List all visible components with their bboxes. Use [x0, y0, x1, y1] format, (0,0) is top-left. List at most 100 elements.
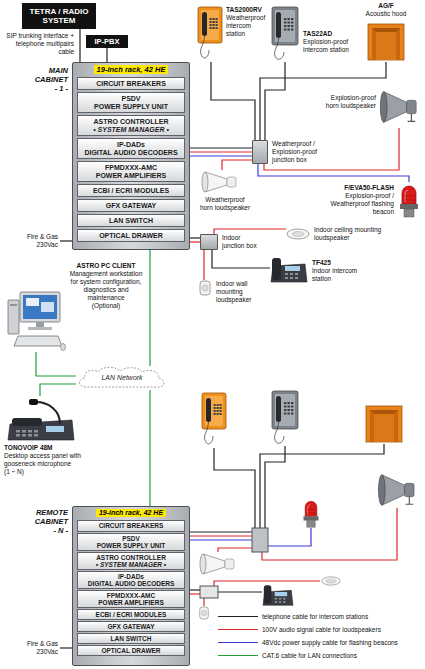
module-text: LAN SWITCH [109, 217, 153, 225]
cable-connector [204, 250, 205, 280]
module-text: POWER SUPPLY UNIT [94, 103, 168, 111]
rack-module: ASTRO CONTROLLER• SYSTEM MANAGER • [77, 552, 185, 570]
field-device: TAS2000RVWeatherproof intercom station [196, 6, 266, 62]
cable-connector [190, 238, 200, 242]
device-icon-shape [8, 399, 74, 440]
cable-line [149, 250, 150, 366]
device-label: TF425Indoor intercom station [312, 259, 366, 283]
module-text: • SYSTEM MANAGER • [93, 126, 169, 134]
cable-line [79, 29, 80, 62]
module-text: OPTICAL DRAWER [99, 232, 163, 240]
remote-telephone-cables [190, 444, 384, 592]
remote-wall-speaker [200, 607, 209, 619]
device-text: Indoor wall mounting loudspeaker [216, 280, 268, 304]
cable-line [40, 384, 76, 396]
cable-connector [40, 384, 76, 396]
annotation-text: MAIN CABINET - 1 - [32, 66, 68, 93]
module-text: PSDV [122, 535, 140, 543]
junction-enclosure [252, 140, 268, 164]
remote-power-cables [190, 528, 311, 546]
rack-module: ECBI / ECRI MODULES [77, 184, 185, 197]
rack-title: 19-inch rack, 42 HE [96, 509, 166, 517]
annotation-text: REMOTE CABINET - N - [32, 508, 68, 535]
rack-cabinet: 19-inch rack, 42 HECIRCUIT BREAKERSPSDVP… [72, 506, 190, 666]
remote-junction-box [252, 528, 268, 552]
device-label: Indoor ceiling mounting loudspeaker [314, 226, 406, 242]
cable-connector [222, 160, 252, 170]
cable-line [190, 241, 200, 242]
cloud-text: LAN Network [101, 374, 142, 382]
cable-connector [190, 148, 252, 156]
box-text: IP-PBX [94, 37, 119, 46]
cloud-shape [79, 367, 163, 387]
module-text: ASTRO CONTROLLER [93, 118, 168, 126]
remote-ceiling-speaker [322, 577, 340, 585]
field-device: TONOVOIP 48MDesktop access panel with go… [4, 396, 96, 480]
device-icon-shape [400, 186, 418, 217]
device-text: Acoustic hood [356, 10, 416, 18]
device-icon [6, 290, 66, 352]
cable-line [190, 155, 252, 156]
cable-line [222, 160, 252, 170]
cable-connector [107, 48, 108, 62]
rack-module: LAN SWITCH [77, 633, 185, 644]
module-text: OPTICAL DRAWER [101, 647, 160, 655]
device-label: Weatherproof / Explosion-proof junction … [272, 140, 336, 164]
network-cloud: LAN Network [76, 366, 168, 390]
device-label: ASTRO PC CLIENTManagement workstation fo… [68, 262, 144, 310]
rack-module: OPTICAL DRAWER [77, 645, 185, 656]
device-text: (Optional) [68, 302, 144, 310]
device-text: (1 ÷ N) [4, 468, 96, 476]
module-text: IP-DADs [118, 573, 144, 581]
device-label: F/EVA50-FLASHExplosion-proof / Weatherpr… [330, 184, 394, 216]
cable-line [106, 48, 107, 62]
rack-module: PSDVPOWER SUPPLY UNIT [77, 92, 185, 113]
field-device: TF425Indoor intercom station [270, 254, 366, 284]
remote-indoor-junction-box [200, 586, 218, 598]
device-text: F/EVA50-FLASH [330, 184, 394, 192]
cable-line [212, 250, 270, 268]
device-text: TAS22AD [303, 30, 352, 38]
remote-horn-speaker [379, 475, 415, 505]
module-text: DIGITAL AUDIO DECODERS [84, 149, 177, 157]
rack-module: FPMDXXX-AMCPOWER AMPLIFIERS [77, 590, 185, 608]
device-text: Explosion-proof horn loudspeaker [318, 94, 376, 110]
module-text: GFX GATEWAY [106, 202, 157, 210]
module-text: CIRCUIT BREAKERS [96, 80, 166, 88]
cable-line [190, 147, 252, 148]
cable-connector [80, 29, 81, 62]
junction-box: Indoor junction box [200, 234, 262, 250]
annotation-label: Fire & Gas 230Vac [18, 640, 58, 656]
annotation-text: Fire & Gas 230Vac [18, 233, 58, 249]
module-text: LAN SWITCH [111, 635, 152, 643]
cable-line [149, 390, 150, 506]
module-text: FPMDXXX-AMC [107, 592, 155, 600]
device-text: Management workstation for system config… [68, 270, 144, 302]
device-label: Indoor wall mounting loudspeaker [216, 280, 268, 304]
legend-row: 48Vdc power supply cable for flashing be… [218, 636, 398, 649]
device-text: Indoor intercom station [312, 267, 366, 283]
cable-line [265, 62, 285, 140]
cable-line [211, 62, 255, 140]
rack-module: LAN SWITCH [77, 214, 185, 227]
rack-title: 19-inch rack, 42 HE [94, 65, 169, 74]
junction-enclosure [200, 234, 218, 250]
field-device: F/EVA50-FLASHExplosion-proof / Weatherpr… [330, 182, 422, 218]
legend-text: 48Vdc power supply cable for flashing be… [262, 639, 398, 647]
power-feed-lines [60, 241, 72, 648]
module-text: POWER SUPPLY UNIT [97, 542, 166, 550]
device-text: Weatherproof / Explosion-proof junction … [272, 140, 336, 164]
device-text: Explosion-proof / Weatherproof flashing … [330, 192, 394, 216]
system-box: TETRA / RADIO SYSTEM [22, 3, 96, 29]
legend-row: CAT.6 cable for LAN connections [218, 649, 398, 662]
module-text: PSDV [121, 95, 140, 103]
device-icon [366, 22, 406, 62]
field-device: Explosion-proof horn loudspeaker [318, 88, 420, 128]
device-icon [270, 254, 308, 284]
device-text: AG/F [356, 2, 416, 10]
junction-box: Weatherproof / Explosion-proof junction … [252, 140, 336, 164]
cable-connector [150, 250, 151, 366]
cable-line [214, 229, 286, 234]
legend-row: 100V audio signal cable for loudspeakers [218, 623, 398, 636]
device-icon-shape [271, 258, 307, 282]
